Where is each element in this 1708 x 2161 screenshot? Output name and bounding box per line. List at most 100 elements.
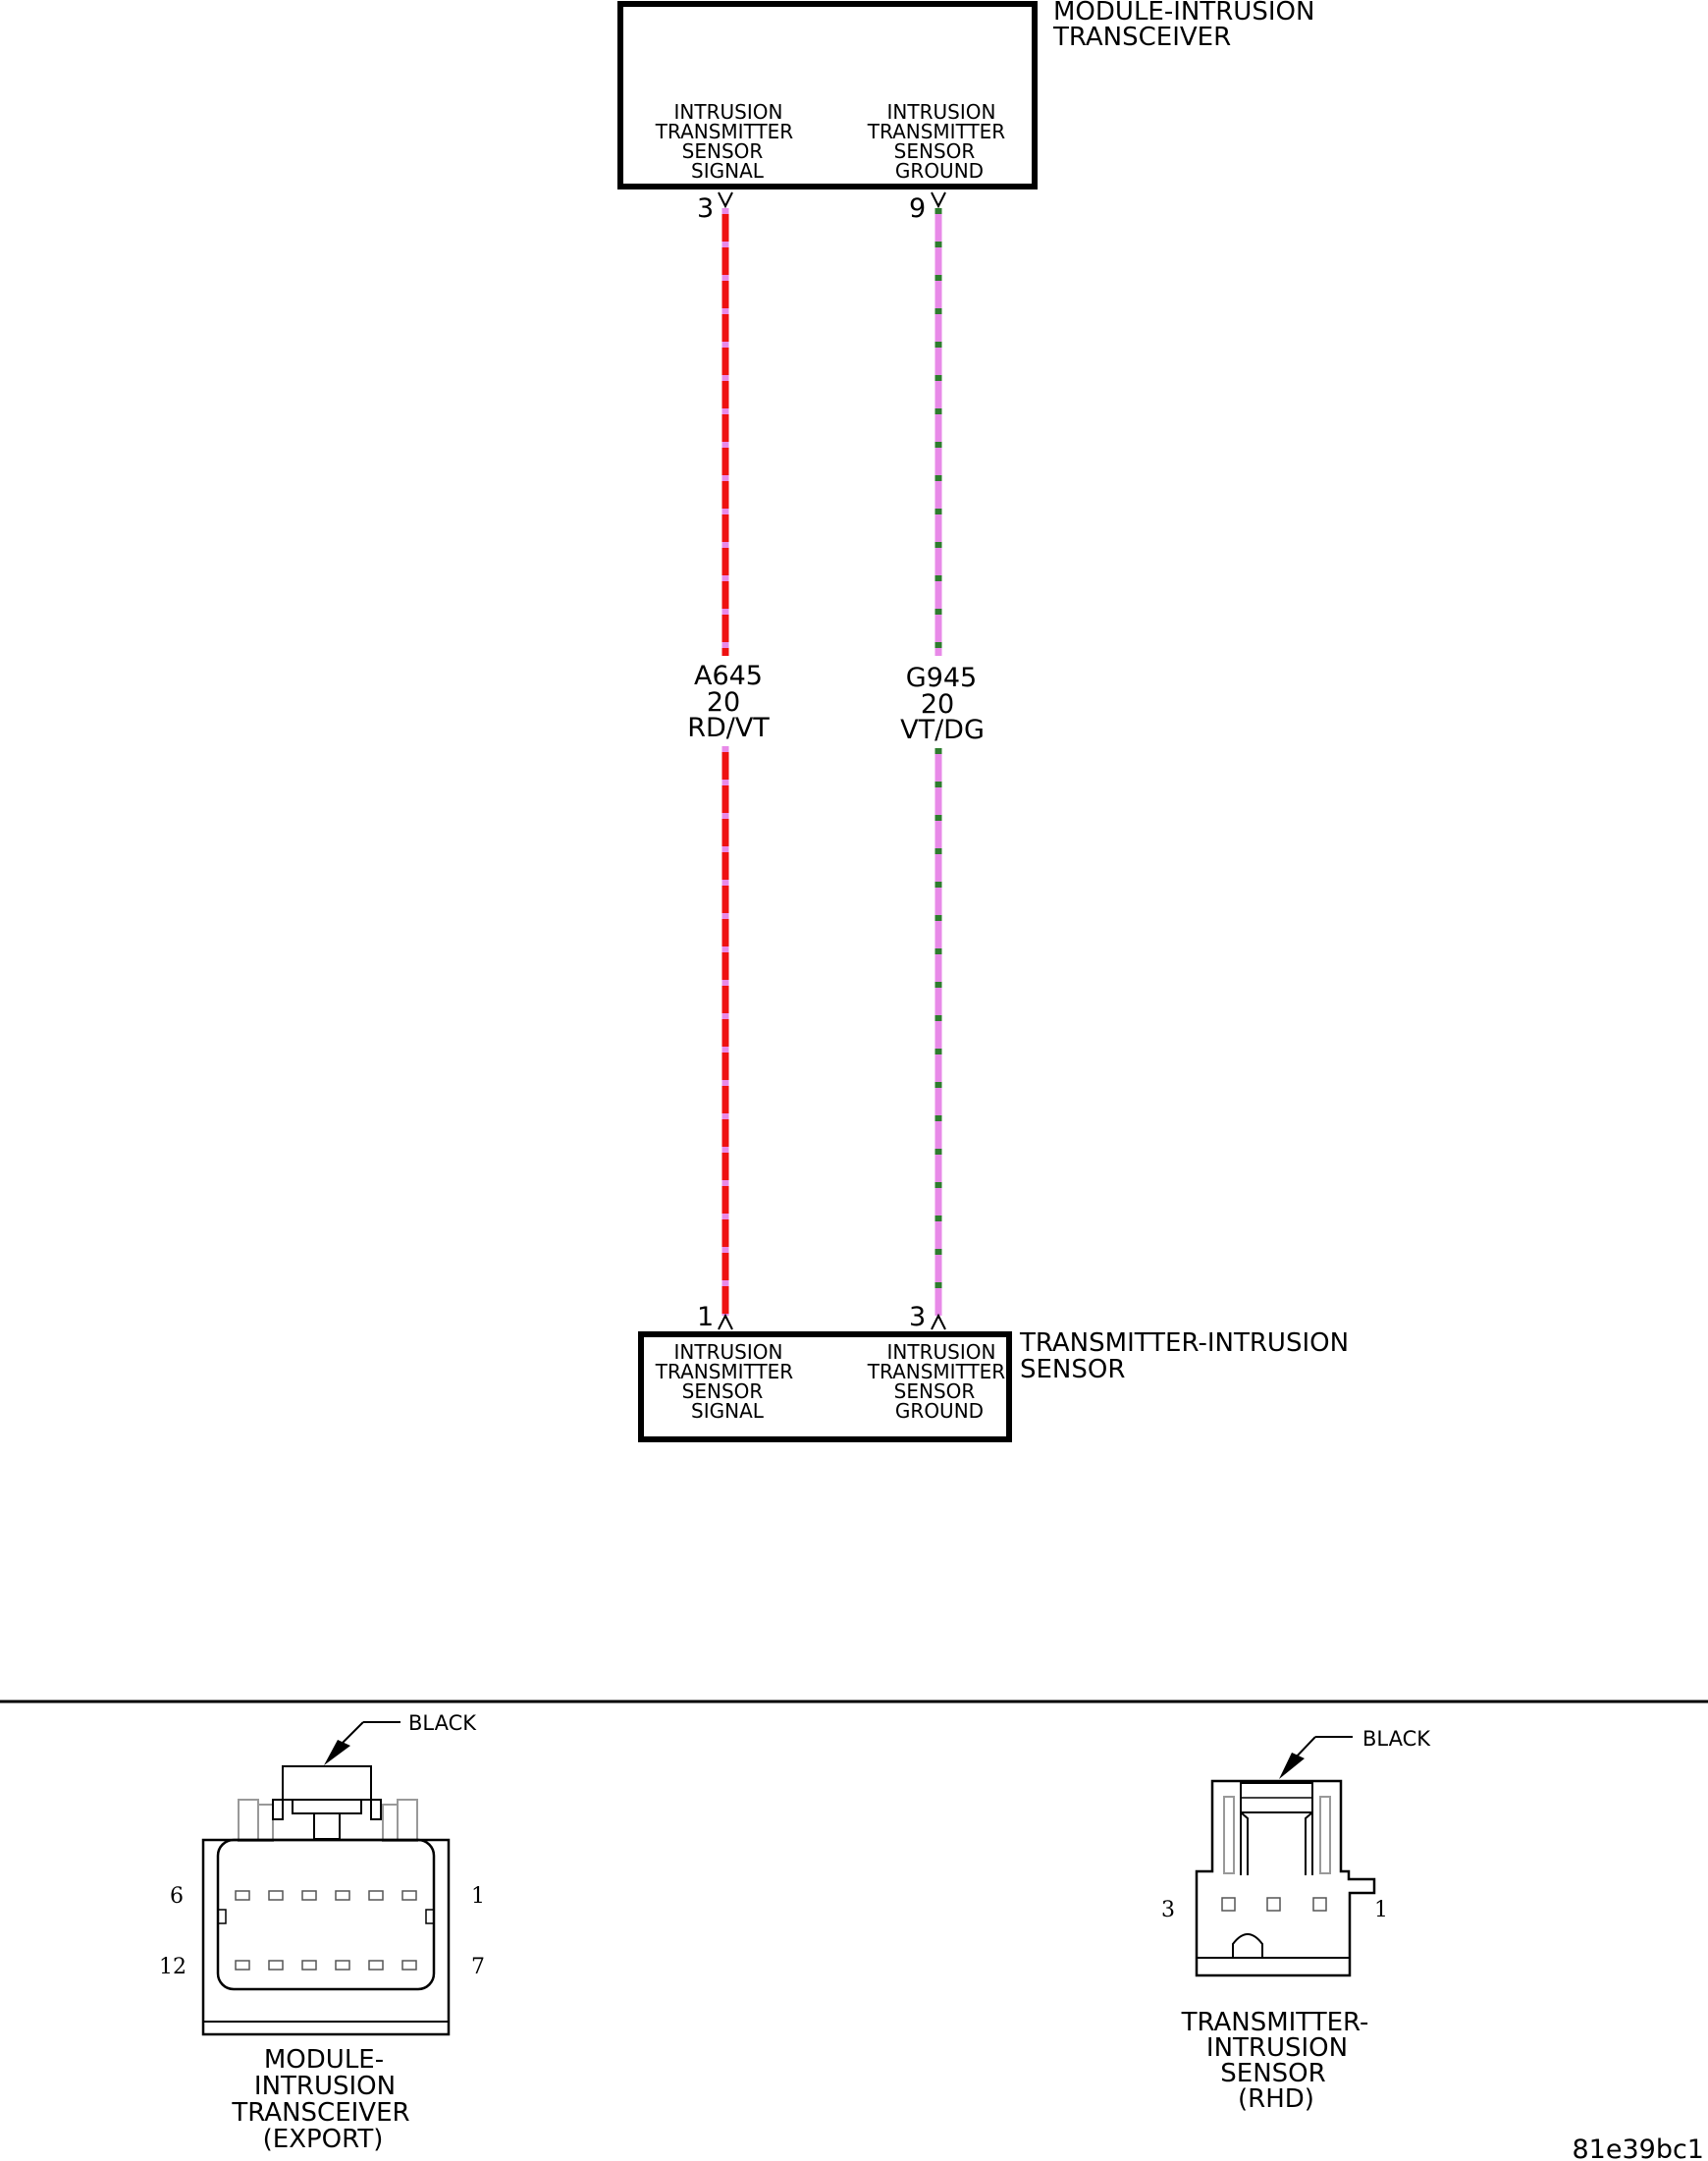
sensor-pin-label-ground: INTRUSION TRANSMITTER SENSOR GROUND [867, 1340, 1006, 1423]
cavity [235, 1960, 250, 1971]
cavity [401, 1890, 417, 1901]
pin-number-3-bottom: 3 [909, 1302, 926, 1332]
side-tab-base [272, 1799, 284, 1820]
pin-label-line: INTRUSION [887, 100, 996, 124]
sensor-name-line1: TRANSMITTER-INTRUSION [1019, 1328, 1349, 1358]
pin-label-line: SENSOR [894, 1379, 976, 1403]
connector-right-face-view: BLACK 3 1 TRANSMITTER- INTRUSION SENSOR … [1161, 1727, 1431, 2114]
figure-id: 81e39bc1 [1573, 2134, 1705, 2161]
sensor-pin-label-signal: INTRUSION TRANSMITTER SENSOR SIGNAL [655, 1340, 794, 1423]
connector-inner [216, 1838, 436, 1991]
pin-label-line: INTRUSION [674, 100, 783, 124]
module-name-line2: TRANSCEIVER [1052, 23, 1231, 52]
caption-line: (EXPORT) [263, 2125, 384, 2154]
module-pin-label-ground: INTRUSION TRANSMITTER SENSOR GROUND [867, 100, 1006, 183]
side-tab [382, 1804, 399, 1842]
module-box [617, 1, 1038, 189]
cavity [335, 1890, 350, 1901]
side-key [425, 1909, 435, 1924]
cavity [268, 1890, 284, 1901]
connector-right-pin-3: 3 [1161, 1898, 1175, 1922]
pin-label-line: TRANSMITTER [867, 120, 1006, 143]
connector-left-pin-7: 7 [471, 1955, 485, 1979]
pin-label-line: SIGNAL [691, 159, 765, 183]
wire-g945-circuit: G945 [906, 663, 977, 693]
pin-label-line: SENSOR [894, 139, 976, 163]
pin-label-line: SENSOR [682, 1379, 764, 1403]
pin-label-line: SIGNAL [691, 1399, 765, 1423]
pin-label-line: GROUND [895, 159, 984, 183]
pin-arrow-3-bottom [931, 1313, 946, 1330]
cavity-row-top [235, 1890, 417, 1901]
cavity [268, 1960, 284, 1971]
pin-label-line: SENSOR [682, 139, 764, 163]
side-tab-base [370, 1799, 382, 1820]
side-tab [397, 1799, 418, 1842]
wire-a645-gauge: 20 [707, 687, 740, 718]
pin-label-line: TRANSMITTER [655, 1360, 794, 1383]
pin-arrow-3 [718, 191, 733, 209]
connector-left-color: BLACK [408, 1711, 477, 1735]
pin-arrow-1 [718, 1313, 733, 1330]
caption-line: SENSOR [1220, 2059, 1325, 2088]
connector-left-pin-1: 1 [471, 1884, 485, 1909]
connector-left-pin-12: 12 [159, 1955, 187, 1979]
caption-line: (RHD) [1238, 2084, 1314, 2114]
cavity-row-bottom [235, 1960, 417, 1971]
pin-label-line: TRANSMITTER [867, 1360, 1006, 1383]
connector-right-caption: TRANSMITTER- INTRUSION SENSOR (RHD) [1181, 2008, 1369, 2114]
pin-number-3: 3 [697, 193, 714, 224]
pin-arrow-9 [931, 191, 946, 209]
pin-label-line: GROUND [895, 1399, 984, 1423]
transmitter-intrusion-sensor: 1 3 TRANSMITTER-INTRUSION SENSOR INTRUSI… [638, 1302, 1349, 1442]
connector-body [1195, 1779, 1376, 1977]
latch-arm [1305, 1811, 1313, 1875]
pin-number-1: 1 [697, 1302, 714, 1332]
wire-a645: A645 20 RD/VT [687, 208, 770, 1316]
pin-number-9: 9 [909, 193, 926, 224]
connector-left-face-view: BLACK [159, 1711, 485, 2154]
caption-line: INTRUSION [1206, 2033, 1348, 2063]
cavity [301, 1960, 317, 1971]
wire-g945: G945 20 VT/DG [900, 208, 985, 1316]
cavity [235, 1890, 250, 1901]
latch-key [292, 1799, 362, 1814]
wire-a645-circuit: A645 [694, 661, 763, 691]
caption-line: TRANSMITTER- [1181, 2008, 1369, 2037]
cavity [368, 1890, 384, 1901]
cavity [335, 1960, 350, 1971]
module-name-line1: MODULE-INTRUSION [1053, 0, 1314, 27]
latch-arm [1240, 1811, 1249, 1875]
connector-right-pin-1: 1 [1374, 1898, 1388, 1922]
pin-label-line: INTRUSION [674, 1340, 783, 1364]
cavity [301, 1890, 317, 1901]
side-tab [1223, 1796, 1235, 1874]
callout-arrow [1279, 1753, 1305, 1779]
caption-line: TRANSCEIVER [231, 2098, 409, 2128]
callout-arrow [324, 1740, 350, 1765]
side-tab [257, 1804, 274, 1842]
pin-label-line: TRANSMITTER [655, 120, 794, 143]
cavity [1266, 1897, 1281, 1912]
side-tab [238, 1799, 259, 1842]
caption-line: INTRUSION [254, 2072, 396, 2101]
latch [282, 1765, 372, 1801]
sensor-box [638, 1331, 1012, 1442]
pin-label-line: INTRUSION [887, 1340, 996, 1364]
cavity [401, 1960, 417, 1971]
polarity-key [1232, 1933, 1263, 1958]
connector-left-caption: MODULE- INTRUSION TRANSCEIVER (EXPORT) [231, 2045, 409, 2154]
cavity [1312, 1897, 1327, 1912]
latch-key [313, 1812, 341, 1840]
cavity [368, 1960, 384, 1971]
connector-left-pin-6: 6 [170, 1884, 184, 1909]
caption-line: MODULE- [264, 2045, 384, 2075]
module-intrusion-transceiver: MODULE-INTRUSION TRANSCEIVER INTRUSION T… [617, 0, 1314, 224]
connector-right-color: BLACK [1362, 1727, 1431, 1751]
wire-g945-color: VT/DG [900, 715, 985, 745]
sensor-name-line2: SENSOR [1020, 1355, 1125, 1384]
wire-a645-color: RD/VT [687, 713, 770, 743]
wire-g945-gauge: 20 [921, 689, 954, 720]
cavity [1221, 1897, 1236, 1912]
